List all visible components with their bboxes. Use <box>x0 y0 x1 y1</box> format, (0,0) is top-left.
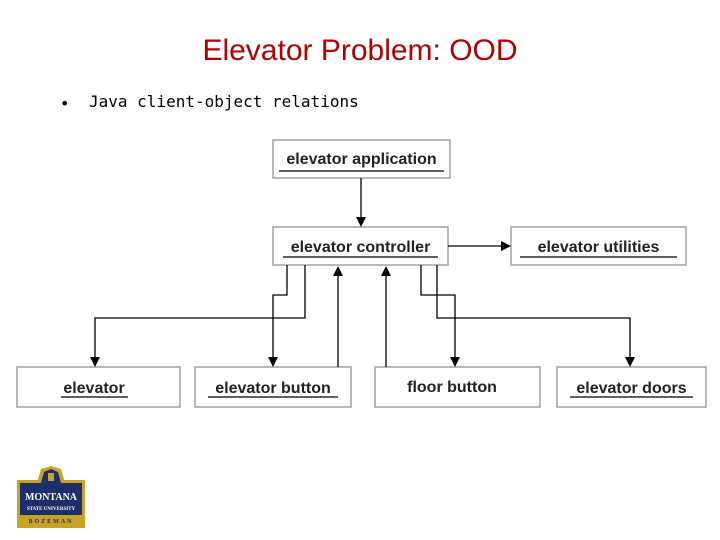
slide-title: Elevator Problem: OOD <box>202 34 518 67</box>
node-label: elevator doors <box>576 380 686 397</box>
bullet-text: Java client-object relations <box>89 92 359 111</box>
edge-controller-to-floor-button <box>420 265 460 367</box>
edge-floor-button-to-controller <box>381 266 391 367</box>
node-floor-button: floor button <box>374 366 541 408</box>
edge-elevator-button-to-controller <box>333 266 343 367</box>
node-label: elevator button <box>215 380 331 397</box>
logo-line-2: STATE UNIVERSITY <box>27 507 76 512</box>
montana-state-logo: MONTANA STATE UNIVERSITY BOZEMAN <box>17 466 85 528</box>
node-label: elevator utilities <box>538 239 660 256</box>
node-label: elevator <box>63 380 124 397</box>
node-label: elevator application <box>286 151 436 168</box>
edge-controller-to-elevator-doors <box>436 265 635 367</box>
edge-controller-to-elevator-button <box>268 265 288 367</box>
edge-controller-to-utilities <box>448 241 511 251</box>
logo-line-1: MONTANA <box>25 492 78 503</box>
node-label: elevator controller <box>291 239 431 256</box>
node-elevator-button: elevator button <box>194 366 352 408</box>
node-elevator: elevator <box>16 366 181 408</box>
logo-line-3: BOZEMAN <box>28 519 73 525</box>
bullet-marker: • <box>60 94 70 113</box>
node-elevator-utilities: elevator utilities <box>510 226 687 266</box>
node-elevator-doors: elevator doors <box>556 366 707 408</box>
node-elevator-controller: elevator controller <box>272 226 449 266</box>
node-elevator-application: elevator application <box>272 139 451 179</box>
edge-app-to-controller <box>356 178 366 227</box>
node-label: floor button <box>407 379 497 396</box>
edge-controller-to-elevator <box>90 265 306 367</box>
